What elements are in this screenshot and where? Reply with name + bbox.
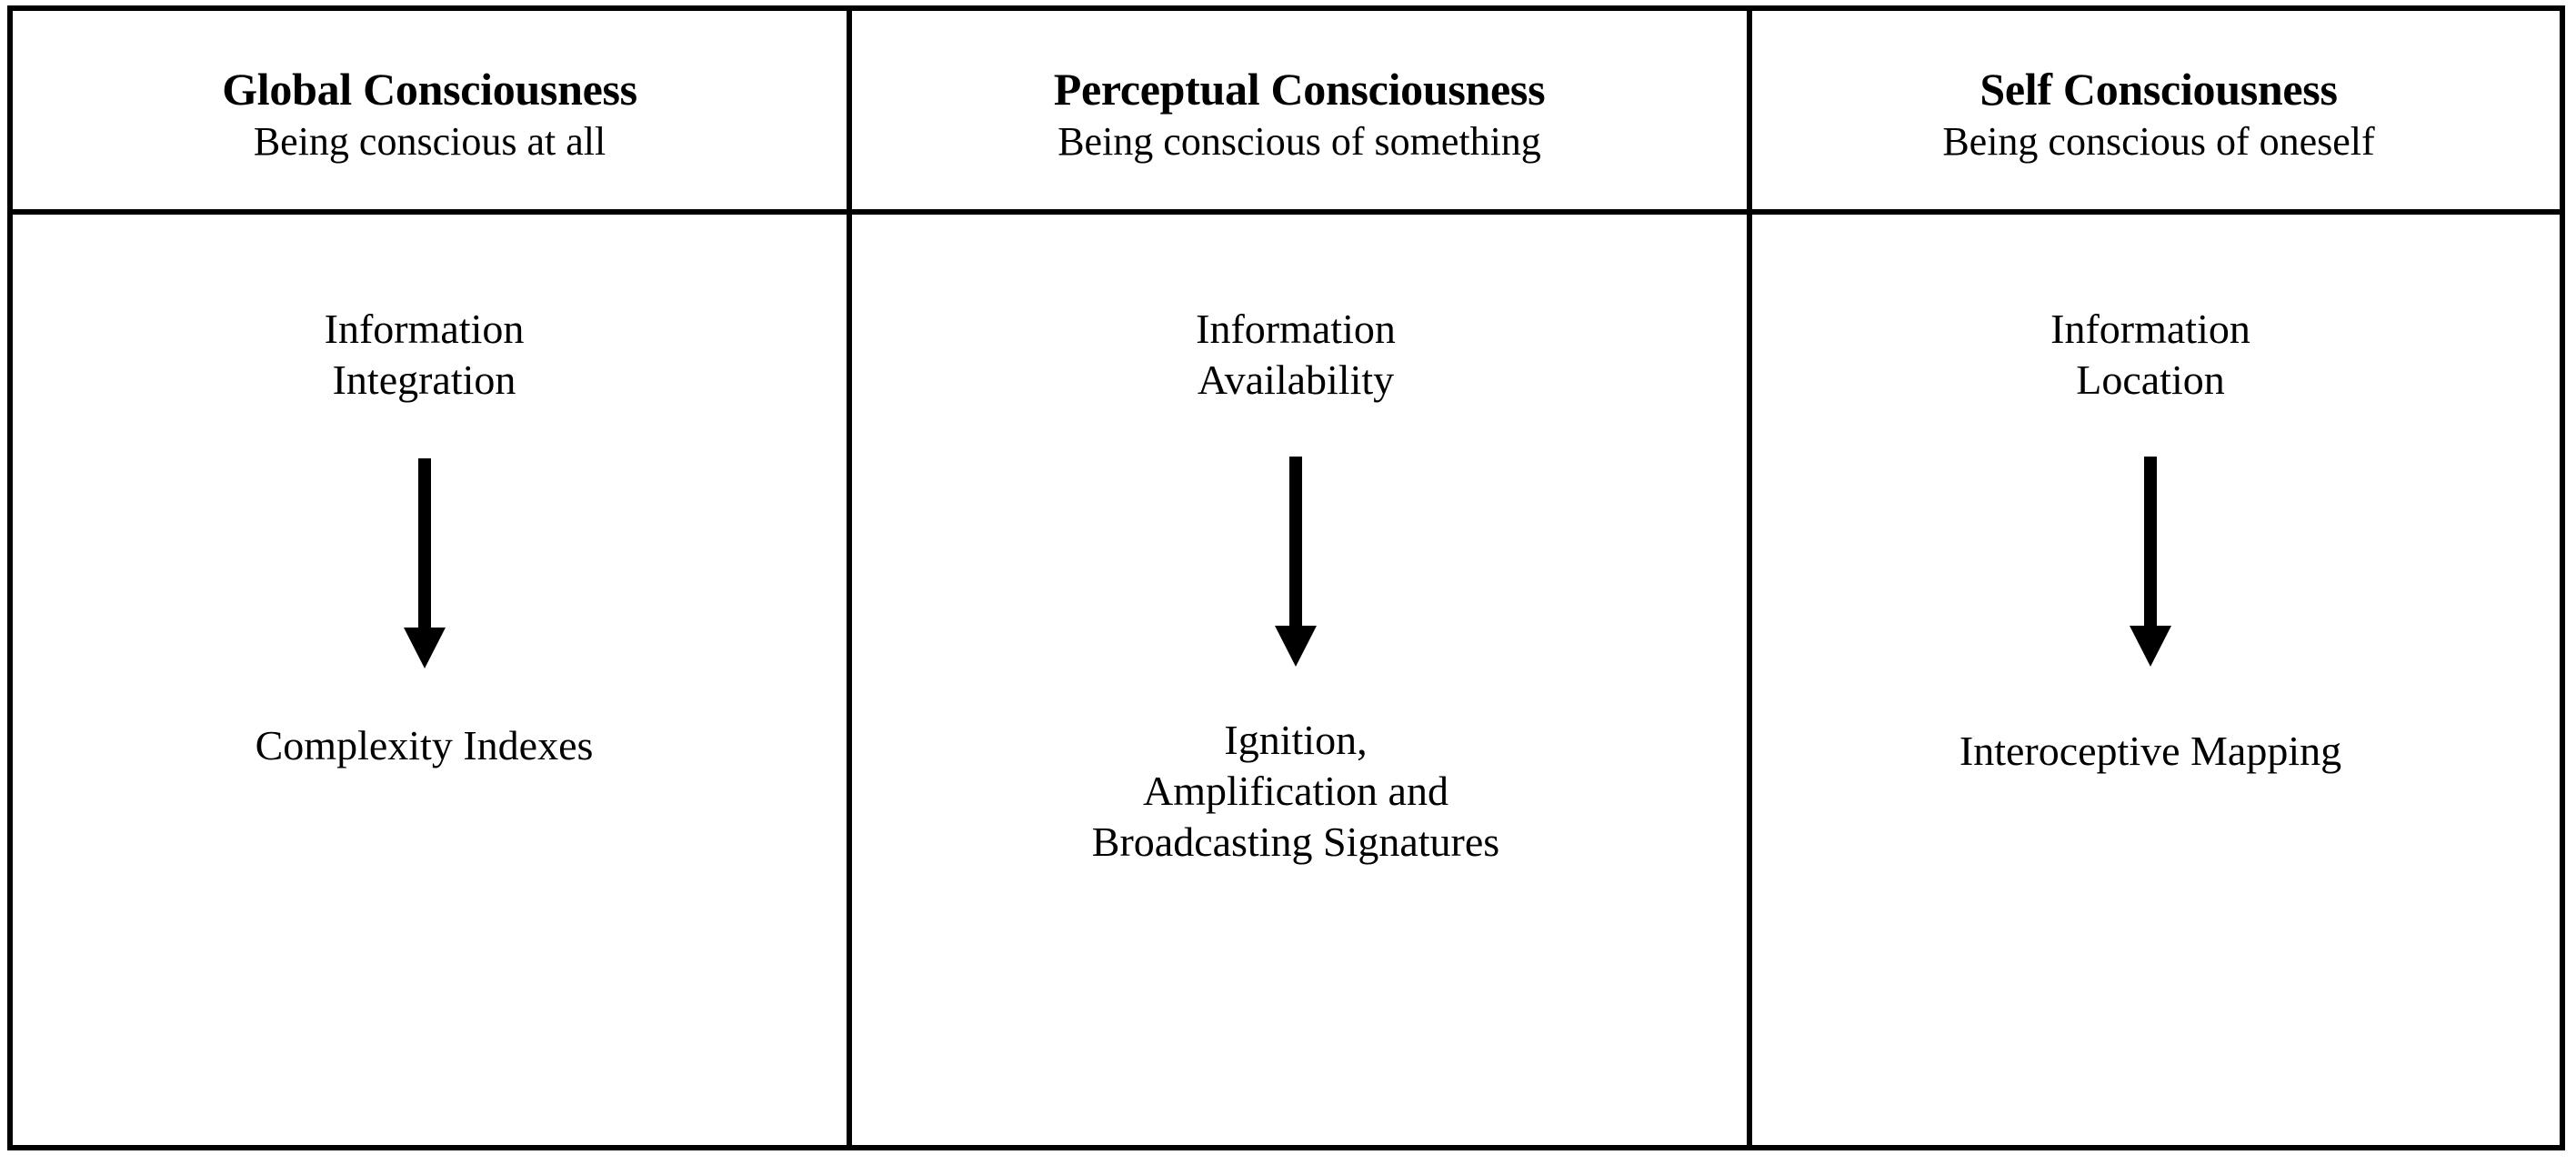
column-subtitle: Being conscious at all: [253, 119, 606, 165]
column-header-global-consciousness: Global Consciousness Being conscious at …: [13, 11, 847, 209]
flow-node-top: Information Availability: [1196, 306, 1396, 404]
column-body-perceptual-consciousness: Information Availability Ignition, Ampli…: [852, 215, 1747, 1145]
column-title: Global Consciousness: [222, 64, 637, 115]
flow-node-bottom: Complexity Indexes: [255, 722, 594, 769]
column-divider-1: [847, 11, 852, 1145]
column-divider-2: [1747, 11, 1752, 1145]
column-subtitle: Being conscious of oneself: [1942, 119, 2375, 165]
column-title: Perceptual Consciousness: [1053, 64, 1546, 115]
down-arrow-icon: [2125, 457, 2176, 668]
flow-stack: Information Location Interoceptive Mappi…: [1752, 304, 2565, 777]
header-body-divider: [13, 209, 2565, 215]
flow-node-top: Information Integration: [324, 306, 525, 404]
flow-node-top: Information Location: [2050, 306, 2250, 404]
column-header-self-consciousness: Self Consciousness Being conscious of on…: [1752, 11, 2565, 209]
down-arrow-icon: [399, 458, 450, 669]
figure-frame: Global Consciousness Being conscious at …: [7, 5, 2565, 1150]
down-arrow-icon: [1270, 457, 1321, 668]
comparison-table: Global Consciousness Being conscious at …: [13, 11, 2565, 1145]
column-header-perceptual-consciousness: Perceptual Consciousness Being conscious…: [852, 11, 1747, 209]
flow-node-bottom: Ignition, Amplification and Broadcasting…: [1091, 717, 1500, 866]
flow-stack: Information Integration Complexity Index…: [13, 304, 847, 771]
column-body-self-consciousness: Information Location Interoceptive Mappi…: [1752, 215, 2565, 1145]
column-title: Self Consciousness: [1980, 64, 2338, 115]
column-body-global-consciousness: Information Integration Complexity Index…: [13, 215, 847, 1145]
flow-node-bottom: Interoceptive Mapping: [1959, 728, 2342, 775]
column-subtitle: Being conscious of something: [1057, 119, 1541, 165]
flow-stack: Information Availability Ignition, Ampli…: [852, 304, 1747, 869]
